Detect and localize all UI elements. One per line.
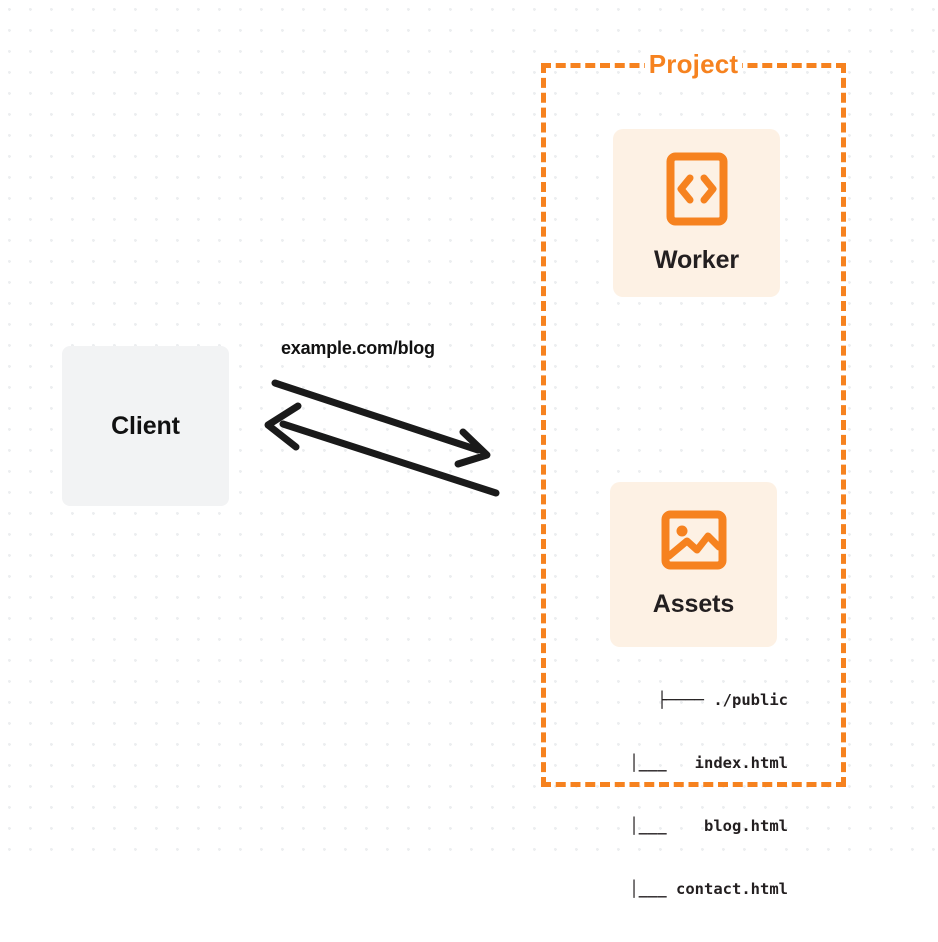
client-node-label: Client (111, 411, 180, 440)
file-tree-line: │___ index.html (610, 754, 788, 772)
file-tree-line: ├──── ./public (657, 691, 788, 709)
arrow-response-to-client (264, 402, 500, 497)
code-file-icon (666, 152, 728, 226)
file-tree-line: │___ contact.html (610, 880, 788, 898)
arrow-request-to-project (271, 379, 491, 468)
assets-node[interactable]: Assets (610, 482, 777, 647)
worker-node[interactable]: Worker (613, 129, 780, 297)
worker-node-label: Worker (653, 245, 740, 274)
file-tree-line: │___ blog.html (610, 817, 788, 835)
client-node[interactable]: Client (62, 346, 229, 506)
project-title-text: Project (644, 49, 743, 79)
assets-node-label: Assets (652, 590, 735, 618)
diagram-canvas: Client example.com/blog Project Worker (0, 0, 938, 898)
edge-label-request-url: example.com/blog (281, 338, 435, 358)
image-icon (661, 510, 727, 570)
assets-file-tree: ├──── ./public │___ index.html │___ blog… (588, 648, 788, 942)
project-title: Project (541, 49, 846, 79)
